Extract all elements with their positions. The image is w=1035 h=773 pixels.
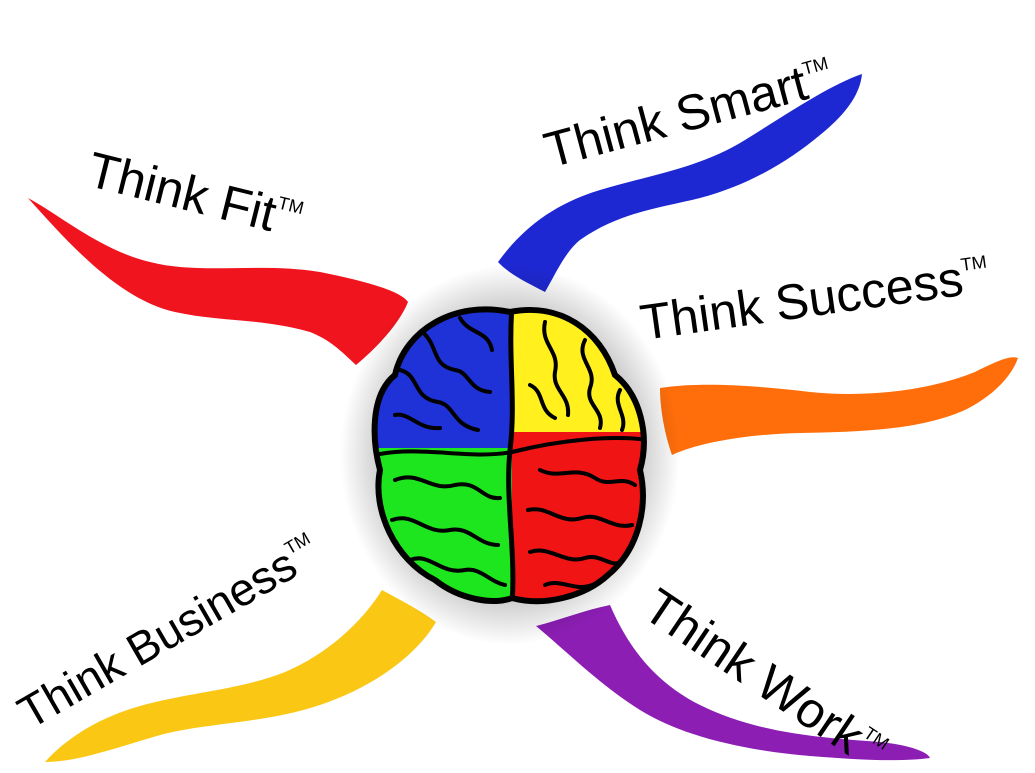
brain-outline <box>371 306 647 605</box>
branch-stroke-business <box>45 590 436 762</box>
label-think-success: Think SuccessTM <box>637 247 993 351</box>
label-think-smart: Think SmartTM <box>538 48 838 179</box>
label-think-fit: Think FitTM <box>82 141 307 248</box>
brain-graphic <box>340 265 680 645</box>
brain-midline <box>506 309 516 602</box>
brain-horizontal-fissure <box>374 436 644 457</box>
branch-stroke-success <box>660 357 1018 455</box>
branch-stroke-fit <box>28 198 408 365</box>
brain-folds <box>390 316 637 589</box>
branch-stroke-smart <box>498 74 862 292</box>
